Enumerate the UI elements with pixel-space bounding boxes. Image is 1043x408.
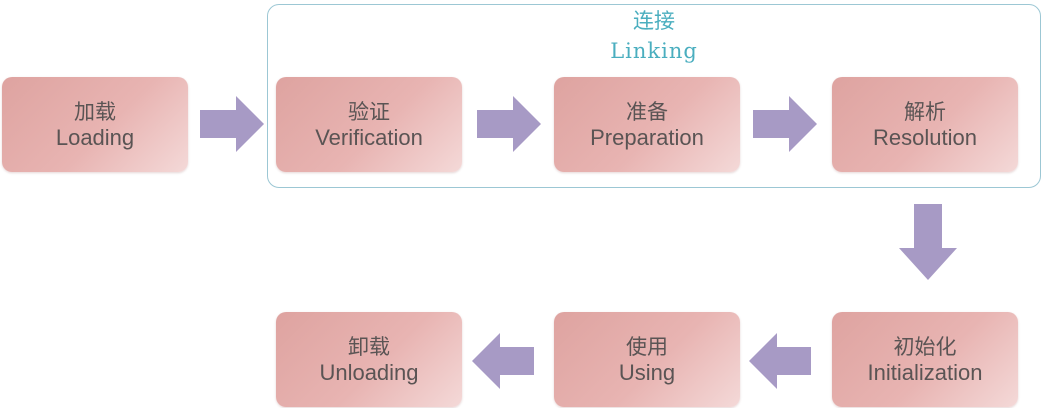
arrow-right-icon (753, 96, 817, 152)
stage-unloading-zh: 卸载 (348, 334, 390, 359)
linking-title-en: Linking (610, 39, 698, 63)
arrow-right-icon (477, 96, 541, 152)
stage-loading: 加载 Loading (2, 77, 188, 172)
stage-preparation-en: Preparation (590, 124, 704, 150)
stage-initialization-en: Initialization (867, 359, 983, 385)
stage-unloading: 卸载 Unloading (276, 312, 462, 407)
stage-verification: 验证 Verification (276, 77, 462, 172)
stage-unloading-en: Unloading (319, 359, 419, 385)
stage-loading-zh: 加载 (74, 99, 116, 124)
stage-using-zh: 使用 (626, 334, 668, 359)
stage-preparation-zh: 准备 (626, 99, 668, 124)
arrow-right-icon (200, 96, 264, 152)
stage-loading-en: Loading (55, 124, 135, 150)
stage-resolution-en: Resolution (873, 124, 977, 150)
stage-verification-zh: 验证 (348, 99, 390, 124)
stage-initialization-zh: 初始化 (893, 334, 957, 359)
arrow-left-icon (472, 333, 534, 389)
stage-resolution: 解析 Resolution (832, 77, 1018, 172)
linking-group: 连接 Linking (267, 4, 1041, 188)
stage-verification-en: Verification (315, 124, 423, 150)
arrow-down-icon (899, 204, 957, 280)
stage-preparation: 准备 Preparation (554, 77, 740, 172)
stage-using-en: Using (618, 359, 676, 385)
stage-initialization: 初始化 Initialization (832, 312, 1018, 407)
stage-resolution-zh: 解析 (904, 99, 946, 124)
linking-title-zh: 连接 (633, 9, 675, 33)
arrow-left-icon (749, 333, 811, 389)
stage-using: 使用 Using (554, 312, 740, 407)
